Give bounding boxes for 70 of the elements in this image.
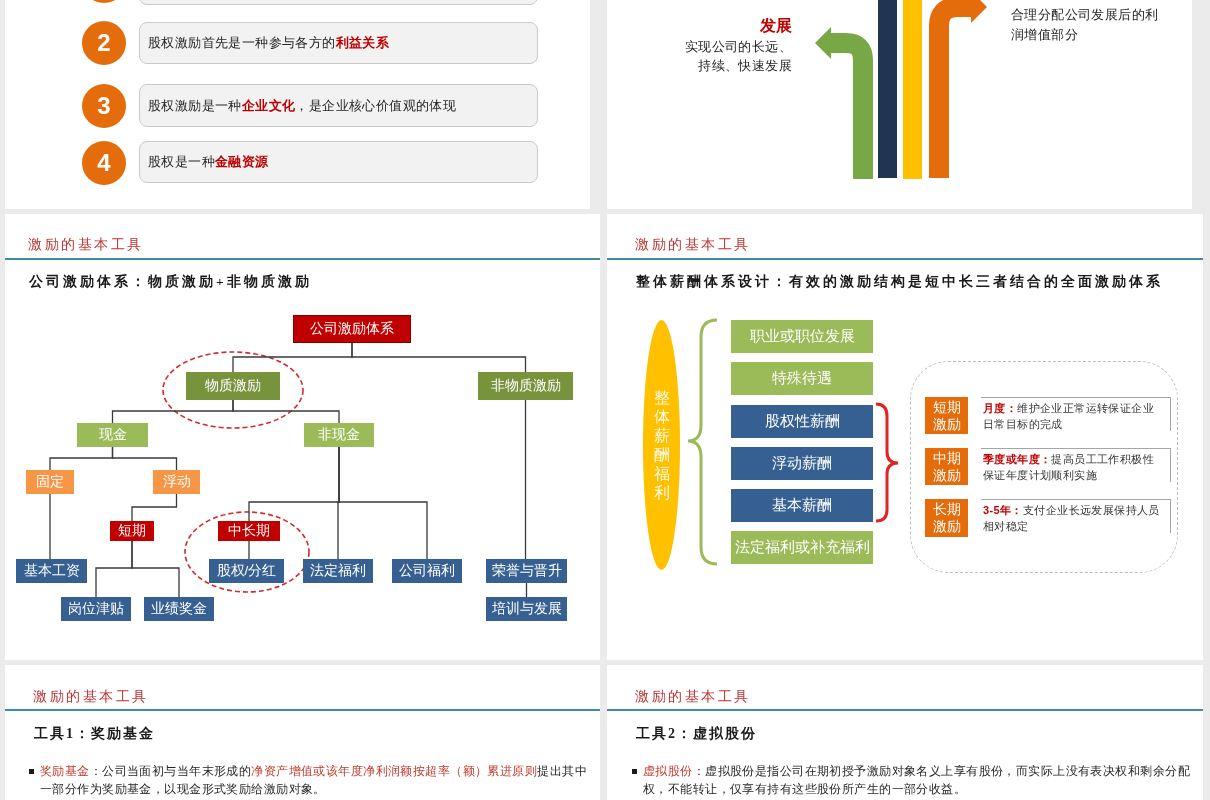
caption-heading: 发展	[760, 16, 792, 36]
slide-subtitle: 整体薪酬体系设计：有效的激励结构是短中长三者结合的全面激励体系	[636, 273, 1163, 291]
statement-box: 股权激励是一种企业文化，是企业核心价值观的体现	[139, 84, 538, 127]
number-badge: 3	[82, 84, 126, 128]
slide-panel	[607, 214, 1203, 660]
slide-panel	[5, 214, 600, 660]
section-heading: 激励的基本工具	[635, 688, 751, 706]
bullet-paragraph: 奖励基金：公司当面初与当年末形成的净资产增值或该年度净利润额按超率（额）累进原则提出其中一部分作为奖励基金，以现金形式奖励给激励对象。	[40, 763, 588, 798]
org-chart-box: 短期	[110, 521, 154, 541]
connector-line	[248, 540, 250, 560]
slide-subtitle: 工具2：虚拟股份	[636, 725, 757, 743]
org-chart-box: 现金	[77, 423, 148, 447]
slide-subtitle: 公司激励体系：物质激励+非物质激励	[29, 273, 312, 291]
bracketed-note: 季度或年度：提高员工工作积极性保证年度计划顺利实施	[981, 448, 1171, 482]
label-ellipse: 整体薪酬福利	[643, 320, 680, 570]
vertical-bar	[903, 0, 922, 179]
slide-panel	[607, 0, 1192, 209]
vertical-bar	[878, 0, 897, 178]
dashed-panel	[910, 361, 1178, 573]
section-heading: 激励的基本工具	[635, 236, 751, 254]
section-heading: 激励的基本工具	[33, 688, 149, 706]
org-chart-box: 固定	[26, 470, 74, 494]
connector-line	[351, 342, 527, 373]
org-chart-box: 非物质激励	[478, 372, 573, 400]
org-chart-box: 公司激励体系	[293, 315, 411, 343]
component-box: 特殊待遇	[731, 362, 873, 395]
org-chart-box: 荣誉与晋升	[486, 559, 567, 583]
bracketed-note: 月度：维护企业正常运转保证企业日常目标的完成	[981, 397, 1171, 431]
component-box: 法定福利或补充福利	[731, 531, 873, 564]
org-chart-box: 物质激励	[186, 372, 280, 400]
term-box: 长期激励	[925, 499, 968, 537]
connector-line	[232, 399, 340, 424]
org-chart-box: 基本工资	[16, 559, 87, 583]
statement-box: 股权激励首先是一种参与各方的利益关系	[139, 22, 538, 64]
slide-subtitle: 工具1：奖励基金	[34, 725, 155, 743]
number-badge: 2	[82, 21, 126, 65]
slide-panel	[5, 665, 600, 800]
connector-line	[49, 493, 51, 560]
statement-box: 股权是一种金融资源	[139, 141, 538, 183]
org-chart-box: 公司福利	[392, 559, 462, 583]
component-box: 职业或职位发展	[731, 320, 873, 353]
caption-text: 实现公司的长远、持续、快速发展	[683, 38, 792, 75]
term-box: 短期激励	[925, 397, 968, 434]
org-chart-box: 业绩奖金	[144, 597, 214, 621]
slide-panel	[5, 0, 590, 209]
bullet-paragraph: 虚拟股份：虚拟股份是指公司在期初授予激励对象名义上享有股份，而实际上没有表决权和剩余分配权，不能转让，仅享有持有这些股份所产生的一部分收益。	[643, 763, 1191, 798]
caption-text: 合理分配公司发展后的利润增值部分	[1011, 6, 1160, 44]
component-box: 股权性薪酬	[731, 405, 873, 438]
block-arrow	[815, 27, 873, 179]
slide-panel	[607, 665, 1203, 800]
component-box: 基本薪酬	[731, 489, 873, 522]
org-chart-box: 岗位津贴	[61, 597, 131, 621]
org-chart-box: 非现金	[304, 423, 374, 447]
connector-line	[338, 446, 428, 560]
block-arrow	[929, 0, 987, 178]
org-chart-box: 培训与发展	[486, 597, 567, 621]
component-box: 浮动薪酬	[731, 447, 873, 480]
connector-line	[525, 582, 528, 598]
org-chart-box: 法定福利	[303, 559, 373, 583]
section-heading: 激励的基本工具	[28, 236, 144, 254]
org-chart-box: 浮动	[153, 470, 200, 494]
connector-line	[131, 493, 178, 522]
connector-line	[131, 540, 180, 598]
org-chart-box: 中长期	[218, 521, 280, 541]
org-chart-box: 股权/分红	[209, 559, 284, 583]
term-box: 中期激励	[925, 448, 968, 485]
connector-line	[111, 446, 178, 471]
number-badge: 4	[82, 141, 126, 185]
connector-line	[524, 399, 527, 560]
bracketed-note: 3-5年：支付企业长远发展保持人员相对稳定	[981, 499, 1171, 533]
